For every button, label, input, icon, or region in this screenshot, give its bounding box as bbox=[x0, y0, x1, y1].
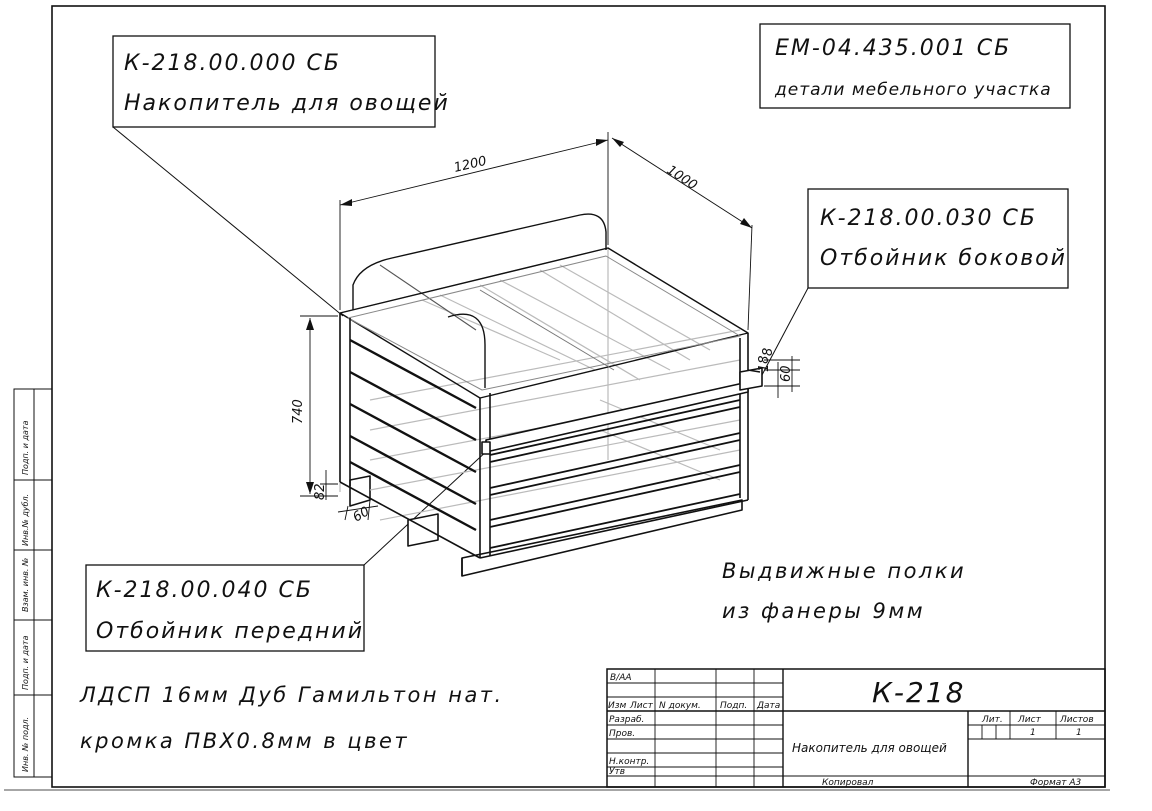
dim-depth: 1000 bbox=[664, 163, 700, 194]
dim-bumper-b: 18 bbox=[757, 355, 772, 372]
note-material-line1: ЛДСП 16мм Дуб Гамильтон нат. bbox=[79, 683, 504, 707]
front-bumper bbox=[481, 381, 749, 455]
callout-front-name: Отбойник передний bbox=[96, 619, 364, 644]
tb-row-prov: Пров. bbox=[609, 729, 635, 739]
tb-col-doc: N докум. bbox=[659, 701, 701, 711]
cabinet-frame bbox=[339, 247, 749, 559]
callout-side-name: Отбойник боковой bbox=[820, 246, 1067, 271]
dim-height: 740 bbox=[291, 399, 306, 424]
tb-col-list: Лист bbox=[629, 701, 654, 711]
stamp-inv-dubl: Инв.№ дубл. bbox=[21, 494, 30, 546]
tb-designation: К-218 bbox=[872, 676, 965, 709]
callout-main-name: Накопитель для овощей bbox=[124, 91, 450, 116]
tb-sheet-label: Лист bbox=[1017, 715, 1042, 725]
tb-row-razrab: Разраб. bbox=[609, 715, 644, 725]
dim-leg-width: 60 bbox=[351, 504, 373, 525]
tb-name: Накопитель для овощей bbox=[792, 741, 947, 755]
callout-main: К-218.00.000 СБ Накопитель для овощей bbox=[112, 35, 450, 317]
dim-width: 1200 bbox=[453, 154, 489, 176]
tb-sheets-value: 1 bbox=[1076, 728, 1082, 738]
dimension-lines bbox=[300, 132, 800, 521]
cabinet-base bbox=[349, 475, 743, 577]
note-material-line2: кромка ПВХ0.8мм в цвет bbox=[80, 729, 409, 753]
callout-front-code: К-218.00.040 СБ bbox=[96, 578, 313, 603]
tb-col-date: Дата bbox=[756, 701, 780, 711]
tb-sheet-value: 1 bbox=[1030, 728, 1036, 738]
tb-revision: В/АА bbox=[610, 673, 632, 683]
tb-copied: Копировал bbox=[822, 778, 874, 788]
stamp-podp-data-1: Подп. и дата bbox=[21, 635, 30, 690]
cabinet-left-slats bbox=[349, 338, 477, 532]
tb-sheets-label: Листов bbox=[1059, 715, 1094, 725]
side-bumper bbox=[739, 367, 763, 391]
callout-front: К-218.00.040 СБ Отбойник передний bbox=[85, 447, 491, 652]
tb-row-nkontr: Н.контр. bbox=[609, 757, 649, 767]
stamp-inv-podl: Инв. № подл. bbox=[21, 717, 30, 772]
tb-lit-label: Лит. bbox=[981, 715, 1003, 725]
stamp-vzam-inv: Взам. инв. № bbox=[21, 558, 30, 612]
callout-side: К-218.00.030 СБ Отбойник боковой bbox=[761, 188, 1069, 376]
callout-main-code: К-218.00.000 СБ bbox=[124, 51, 341, 76]
callout-side-code: К-218.00.030 СБ bbox=[820, 206, 1037, 231]
cabinet-back-structure bbox=[339, 247, 749, 521]
title-block bbox=[606, 668, 1106, 788]
callout-project-name: детали мебельного участка bbox=[774, 80, 1052, 100]
dim-bumper-a: 8 bbox=[761, 348, 776, 356]
tb-col-sign: Подп. bbox=[720, 701, 747, 711]
cabinet-isometric bbox=[339, 213, 763, 577]
dim-bumper-c: 60 bbox=[779, 365, 794, 382]
dimension-arrows bbox=[306, 138, 752, 494]
cabinet-front-shelves bbox=[489, 399, 741, 549]
tb-row-utv: Утв bbox=[609, 767, 625, 777]
note-shelves-line1: Выдвижные полки bbox=[722, 559, 966, 583]
tb-format: Формат А3 bbox=[1030, 778, 1082, 788]
tb-col-izm: Изм bbox=[608, 701, 627, 711]
note-shelves-line2: из фанеры 9мм bbox=[722, 599, 925, 623]
callout-project: ЕМ-04.435.001 СБ детали мебельного участ… bbox=[759, 23, 1071, 109]
stamp-podp-data-2: Подп. и дата bbox=[21, 420, 30, 475]
left-stamp bbox=[13, 388, 53, 778]
cabinet-top-panel bbox=[352, 213, 607, 310]
callout-project-code: ЕМ-04.435.001 СБ bbox=[775, 36, 1011, 61]
dim-leg-height: 82 bbox=[313, 483, 328, 500]
